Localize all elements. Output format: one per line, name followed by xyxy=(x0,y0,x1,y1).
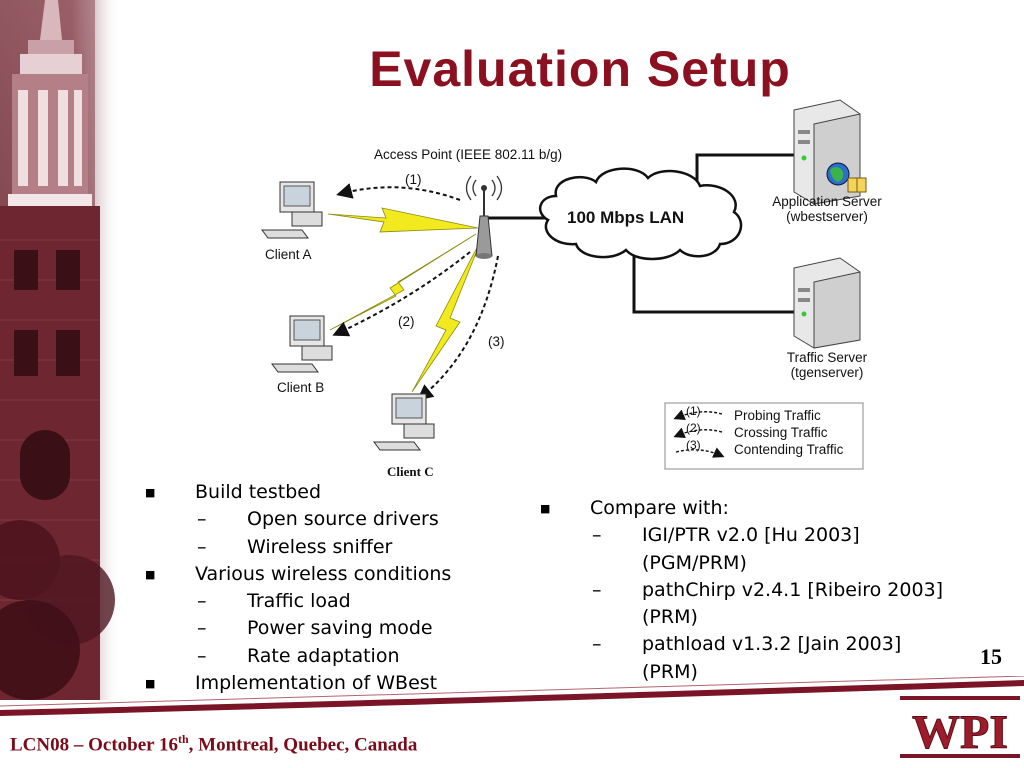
dash-marker: – xyxy=(592,633,602,656)
computer-icon xyxy=(261,181,323,239)
bullets-left: ■ Build testbed – Open source drivers – Wir… xyxy=(145,479,525,697)
bullet-marker: ■ xyxy=(145,567,156,581)
dash-marker: – xyxy=(197,535,207,558)
bullet-text: Rate adaptation xyxy=(247,644,400,667)
wpi-logo-text: WPI xyxy=(912,706,1008,759)
server-icon xyxy=(793,257,861,349)
bullet-text: (PRM) xyxy=(642,660,698,683)
dash-marker: – xyxy=(197,617,207,640)
traffic-server-label: Traffic Server (tgenserver) xyxy=(770,350,884,380)
app-server-host: (wbestserver) xyxy=(786,209,868,224)
traffic-arrows xyxy=(332,183,499,401)
lan-cloud xyxy=(538,167,743,261)
path-label-3: (3) xyxy=(488,334,505,349)
client-b-label: Client B xyxy=(277,380,325,395)
wireless-links xyxy=(327,207,483,393)
bullet-text: (PRM) xyxy=(642,606,698,629)
bullet-text: Wireless sniffer xyxy=(247,535,393,558)
wpi-logo: WPI xyxy=(900,696,1020,760)
bullets-right: ■ Compare with: – IGI/PTR v2.0 [Hu 2003] (… xyxy=(540,495,980,686)
access-point-label: Access Point (IEEE 802.11 b/g) xyxy=(374,147,563,162)
legend-label-probing: Probing Traffic xyxy=(734,408,821,423)
footer-superscript: th xyxy=(178,732,189,746)
traffic-server-host: (tgenserver) xyxy=(790,365,864,380)
slide-title: Evaluation Setup xyxy=(369,41,791,97)
bullet-text: Various wireless conditions xyxy=(195,562,452,585)
bullet-text: pathload v1.3.2 [Jain 2003] xyxy=(642,633,902,656)
footer-rule xyxy=(0,676,1024,716)
footer-text: LCN08 – October 16th, Montreal, Quebec, … xyxy=(10,732,417,756)
legend-marker-1: (1) xyxy=(686,404,701,418)
lan-label: 100 Mbps LAN xyxy=(567,208,685,227)
path-label-1: (1) xyxy=(405,172,422,187)
building-photo-decoration xyxy=(0,0,120,700)
page-number: 15 xyxy=(980,644,1002,669)
legend-box xyxy=(664,402,864,470)
traffic-server-name: Traffic Server xyxy=(786,350,868,365)
client-a-label: Client A xyxy=(265,247,312,262)
footer-suffix: , Montreal, Quebec, Canada xyxy=(188,734,418,756)
bullet-text: Open source drivers xyxy=(247,508,439,531)
computer-icon xyxy=(271,315,333,373)
app-server-label: Application Server (wbestserver) xyxy=(760,194,894,224)
bullet-text: Traffic load xyxy=(247,590,351,613)
dash-marker: – xyxy=(592,578,602,601)
access-point-icon xyxy=(465,175,503,259)
bullet-text: (PGM/PRM) xyxy=(642,551,747,574)
bullet-marker: ■ xyxy=(540,502,551,515)
app-server-name: Application Server xyxy=(772,194,882,209)
bullet-text: IGI/PTR v2.0 [Hu 2003] xyxy=(642,524,860,547)
legend-label-crossing: Crossing Traffic xyxy=(734,425,828,440)
footer-prefix: LCN08 – October 16 xyxy=(10,734,178,756)
computer-icon xyxy=(373,393,435,451)
dash-marker: – xyxy=(592,524,602,547)
legend-marker-3: (3) xyxy=(686,438,701,452)
bullet-text: Compare with: xyxy=(590,497,729,519)
bullet-text: Build testbed xyxy=(195,481,322,503)
bullet-text: pathChirp v2.4.1 [Ribeiro 2003] xyxy=(642,578,944,601)
bullet-marker: ■ xyxy=(145,486,156,499)
bullet-marker: ■ xyxy=(145,677,156,691)
globe-icon xyxy=(826,162,867,193)
legend-arrows xyxy=(673,409,725,458)
legend-marker-2: (2) xyxy=(686,421,701,435)
dash-marker: – xyxy=(197,508,207,531)
dash-marker: – xyxy=(197,590,207,613)
legend-label-contending: Contending Traffic xyxy=(734,442,844,457)
bullet-text: Power saving mode xyxy=(247,617,433,640)
path-label-2: (2) xyxy=(398,314,415,329)
bullet-text: Implementation of WBest xyxy=(195,672,438,695)
client-c-label: Client C xyxy=(387,464,434,479)
dash-marker: – xyxy=(197,644,207,667)
